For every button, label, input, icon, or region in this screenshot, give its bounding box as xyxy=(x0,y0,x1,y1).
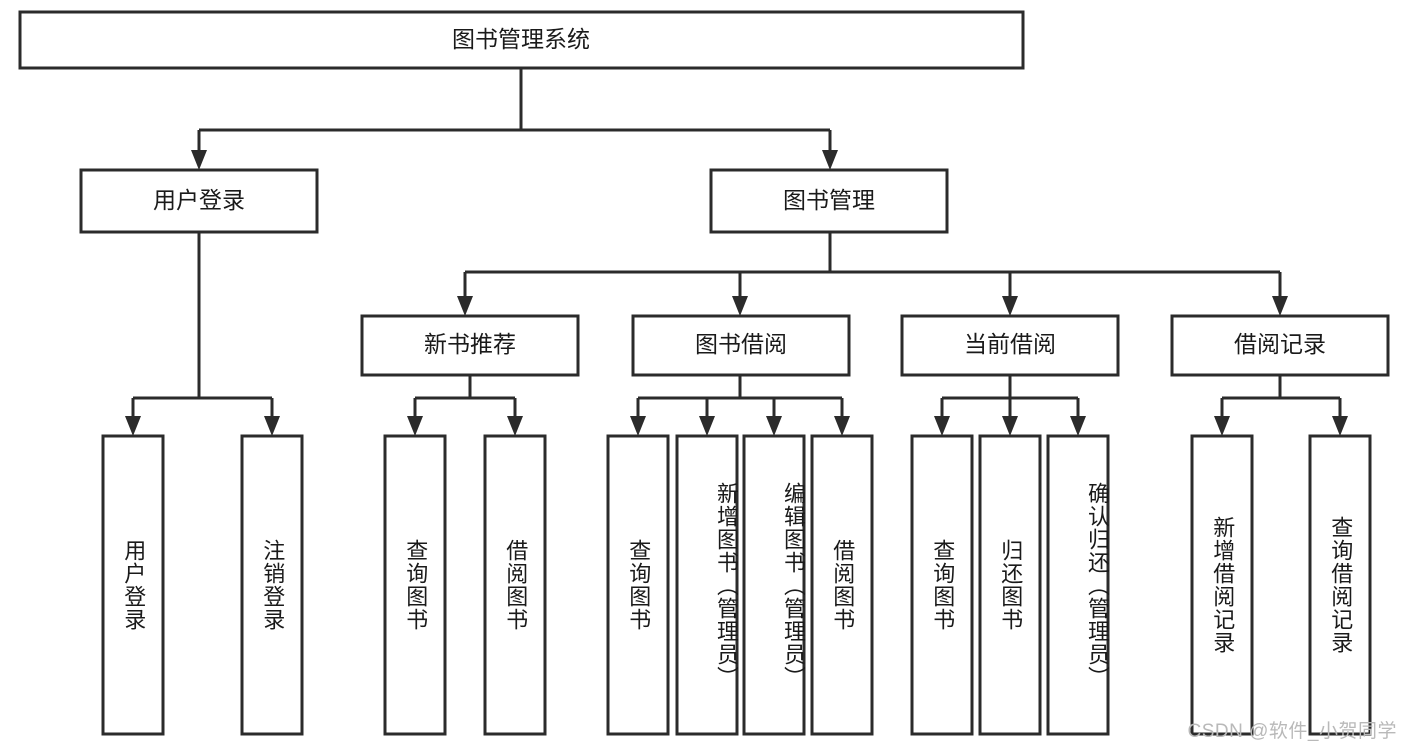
connector-borrowrecord-to-leaves xyxy=(1214,375,1348,436)
leaf-borrowrecord-query-record[interactable] xyxy=(1308,434,1372,736)
csdn-watermark: CSDN @软件_小贺同学 xyxy=(1187,721,1397,742)
leaf-user-login-login[interactable] xyxy=(101,434,165,736)
node-current-borrow-label: 当前借阅 xyxy=(964,331,1056,357)
leaf-bookborrow-borrow-book[interactable] xyxy=(810,434,874,736)
leaf-bookborrow-edit-book[interactable] xyxy=(742,434,806,736)
leaf-newbook-query-book[interactable] xyxy=(383,434,447,736)
connector-bookmgmt-to-level3 xyxy=(457,232,1288,316)
leaf-bookborrow-query-book[interactable] xyxy=(606,434,670,736)
leaf-user-login-logout[interactable] xyxy=(240,434,304,736)
leaf-borrowrecord-add-record[interactable] xyxy=(1190,434,1254,736)
node-borrow-record[interactable]: 借阅记录 xyxy=(1170,314,1390,377)
node-user-login[interactable]: 用户登录 xyxy=(79,168,319,234)
node-new-book-recommend[interactable]: 新书推荐 xyxy=(360,314,580,377)
node-borrow-record-label: 借阅记录 xyxy=(1234,331,1326,357)
leaf-currentborrow-confirm-return[interactable] xyxy=(1046,434,1110,736)
node-root[interactable]: 图书管理系统 xyxy=(18,10,1025,70)
node-user-login-label: 用户登录 xyxy=(153,187,245,213)
node-book-borrow-label: 图书借阅 xyxy=(695,331,787,357)
connector-root-to-level2 xyxy=(191,68,838,170)
leaf-currentborrow-return-book[interactable] xyxy=(978,434,1042,736)
connector-bookborrow-to-leaves xyxy=(630,375,850,436)
leaf-currentborrow-query-book[interactable] xyxy=(910,434,974,736)
leaf-bookborrow-add-book[interactable] xyxy=(675,434,739,736)
node-book-borrow[interactable]: 图书借阅 xyxy=(631,314,851,377)
connector-userlogin-to-leaves xyxy=(125,232,280,436)
connector-newbook-to-leaves xyxy=(407,375,523,436)
leaf-newbook-borrow-book[interactable] xyxy=(483,434,547,736)
connector-currentborrow-to-leaves xyxy=(934,375,1086,436)
node-root-label: 图书管理系统 xyxy=(452,26,590,52)
node-new-book-recommend-label: 新书推荐 xyxy=(424,331,516,357)
node-book-management[interactable]: 图书管理 xyxy=(709,168,949,234)
node-current-borrow[interactable]: 当前借阅 xyxy=(900,314,1120,377)
node-book-management-label: 图书管理 xyxy=(783,187,875,213)
